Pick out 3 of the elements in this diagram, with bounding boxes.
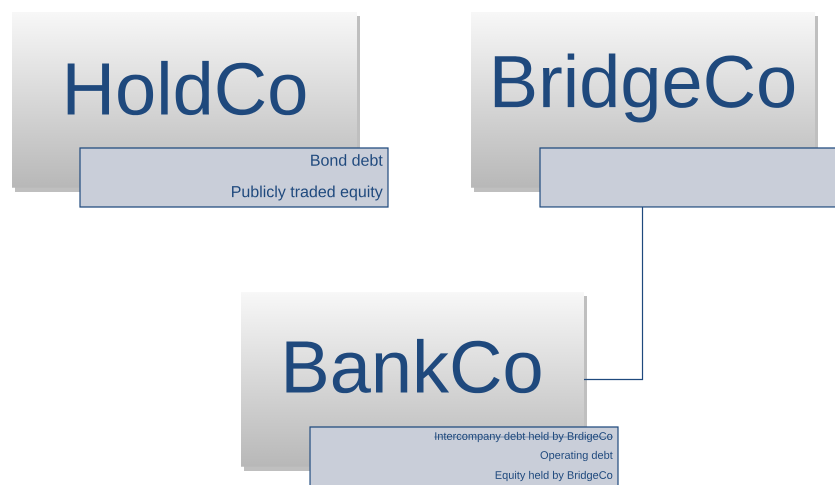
- liability-box: [539, 147, 835, 208]
- liability-box: Bond debt Publicly traded equity: [79, 147, 389, 208]
- liability-box: Intercompany debt held by BrdigeCo Operating debt Equity held by BridgeCo: [309, 426, 619, 485]
